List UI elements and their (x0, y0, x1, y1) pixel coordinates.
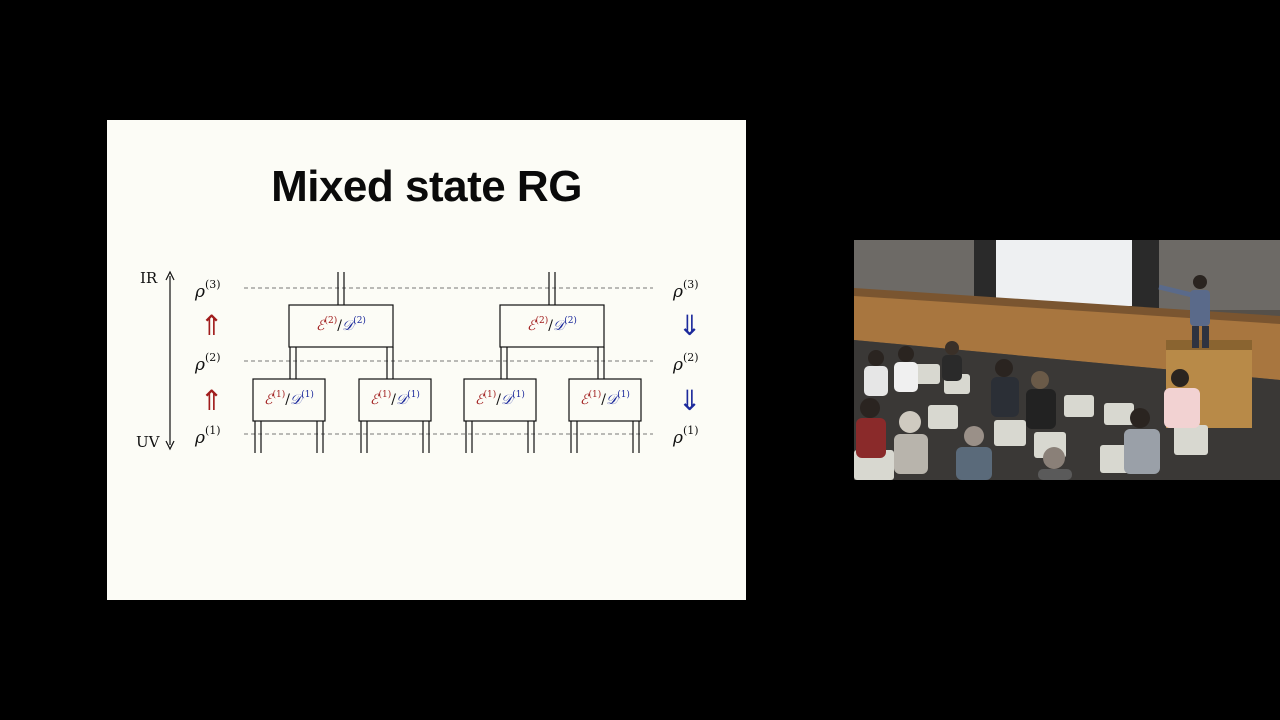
box-level1-3: ℰ(1)/𝒟(1) (463, 378, 537, 422)
scale-axis: IR UV (136, 269, 175, 451)
encode-up-arrow-icon-lower: ⇑ (200, 384, 223, 417)
rho-right-1-sup: (1) (683, 424, 699, 437)
axis-down-arrow-icon (165, 440, 175, 451)
axis-label-ir: IR (140, 269, 158, 287)
svg-text:ρ(3): ρ(3) (194, 278, 221, 302)
decode-down-arrow-icon-upper: ⇓ (678, 309, 701, 342)
rho-right-1: ρ (672, 428, 683, 448)
camera-feed (854, 240, 1280, 480)
axis-label-uv: UV (136, 433, 161, 451)
box-level1-1: ℰ(1)/𝒟(1) (252, 378, 326, 422)
rho-right-3: ρ (672, 282, 683, 302)
rho-left-3-sup: (3) (205, 278, 221, 291)
mixed-state-rg-diagram: IR UV ρ(3) ρ(2) ρ(1) ρ(3) ρ(2) ρ(1) ⇑ ⇑ … (136, 269, 701, 453)
svg-text:ρ(1): ρ(1) (194, 424, 221, 448)
box-level1-4: ℰ(1)/𝒟(1) (568, 378, 642, 422)
slide-title: Mixed state RG (271, 162, 582, 211)
lecture-hall-icon (854, 240, 1280, 480)
svg-text:ρ(2): ρ(2) (672, 351, 699, 375)
svg-text:ρ(2): ρ(2) (194, 351, 221, 375)
rho-left-1-sup: (1) (205, 424, 221, 437)
rho-left-2: ρ (194, 355, 205, 375)
speaker-icon (1158, 275, 1210, 348)
box-level1-2: ℰ(1)/𝒟(1) (358, 378, 432, 422)
rho-right-2: ρ (672, 355, 683, 375)
rho-labels-right: ρ(3) ρ(2) ρ(1) (672, 278, 699, 448)
projector-screen-icon (996, 240, 1132, 306)
presentation-slide: Mixed state RG IR UV ρ(3) ρ(2) ρ(1) ρ(3)… (107, 120, 746, 600)
encode-up-arrow-icon-upper: ⇑ (200, 309, 223, 342)
svg-text:ℰ(1)/𝒟(1): ℰ(1)/𝒟(1) (580, 389, 630, 408)
axis-up-arrow-icon (165, 270, 175, 281)
level-lines (244, 287, 653, 435)
svg-text:ℰ(2)/𝒟(2): ℰ(2)/𝒟(2) (316, 315, 366, 334)
svg-text:ℰ(2)/𝒟(2): ℰ(2)/𝒟(2) (527, 315, 577, 334)
svg-text:ρ(3): ρ(3) (672, 278, 699, 302)
box-level2-left: ℰ(2)/𝒟(2) (288, 304, 394, 348)
box-level2-right: ℰ(2)/𝒟(2) (499, 304, 605, 348)
rho-left-1: ρ (194, 428, 205, 448)
wires (254, 272, 640, 453)
rho-labels-left: ρ(3) ρ(2) ρ(1) (194, 278, 221, 448)
rho-right-3-sup: (3) (683, 278, 699, 291)
rho-left-2-sup: (2) (205, 351, 221, 364)
svg-text:ρ(1): ρ(1) (672, 424, 699, 448)
svg-text:ℰ(1)/𝒟(1): ℰ(1)/𝒟(1) (264, 389, 314, 408)
rho-left-3: ρ (194, 282, 205, 302)
rho-right-2-sup: (2) (683, 351, 699, 364)
audience-icon (856, 341, 1200, 480)
svg-text:ℰ(1)/𝒟(1): ℰ(1)/𝒟(1) (370, 389, 420, 408)
decode-down-arrow-icon-lower: ⇓ (678, 384, 701, 417)
svg-text:ℰ(1)/𝒟(1): ℰ(1)/𝒟(1) (475, 389, 525, 408)
